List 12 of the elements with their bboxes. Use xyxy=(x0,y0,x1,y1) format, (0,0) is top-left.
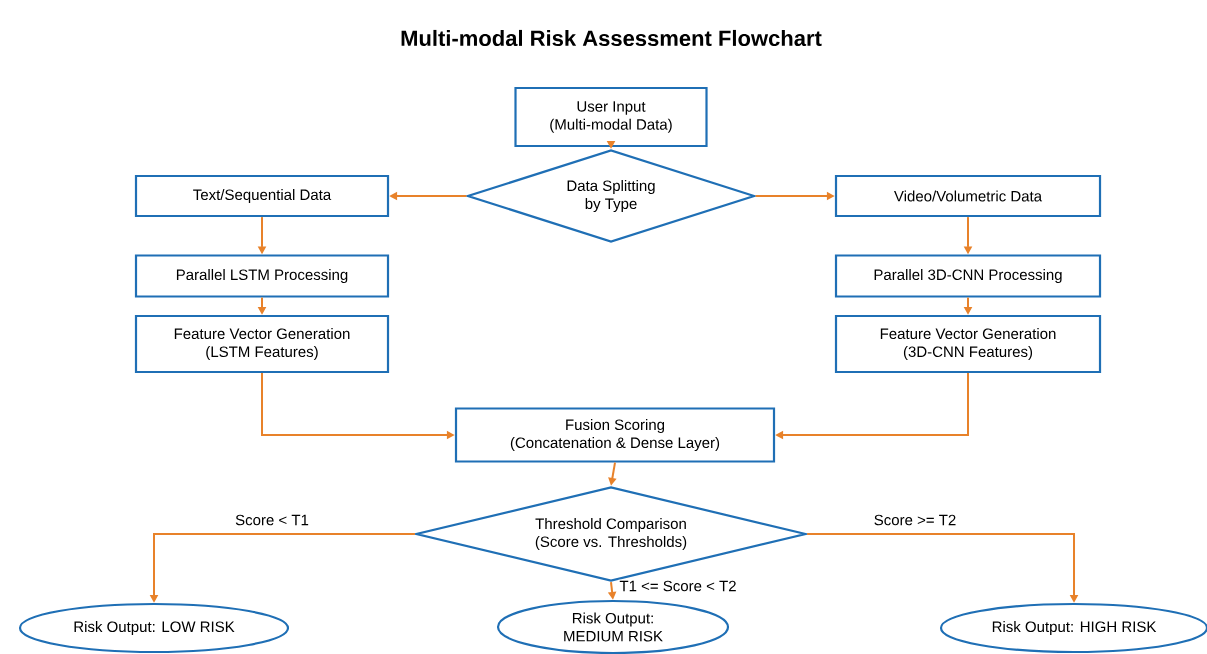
edge-label: Score < T1 xyxy=(234,513,310,527)
process-box: Video/Volumetric Data xyxy=(834,174,1102,218)
process-box: Feature Vector Generation (LSTM Features) xyxy=(134,314,390,374)
process-box: Parallel LSTM Processing xyxy=(134,254,390,298)
title: Multi-modal Risk Assessment Flowchart xyxy=(401,29,822,47)
edge-label: Score >= T2 xyxy=(872,513,958,527)
process-box: Feature Vector Generation (3D-CNN Features) xyxy=(834,314,1102,374)
edge-label: T1 <= Score < T2 xyxy=(618,579,738,593)
process-box: Text/Sequential Data xyxy=(134,174,390,218)
process-box: Fusion Scoring (Concatenation & Dense Layer) xyxy=(454,407,776,463)
process-box: Parallel 3D-CNN Processing xyxy=(834,254,1102,298)
process-box: User Input (Multi-modal Data) xyxy=(514,86,708,148)
